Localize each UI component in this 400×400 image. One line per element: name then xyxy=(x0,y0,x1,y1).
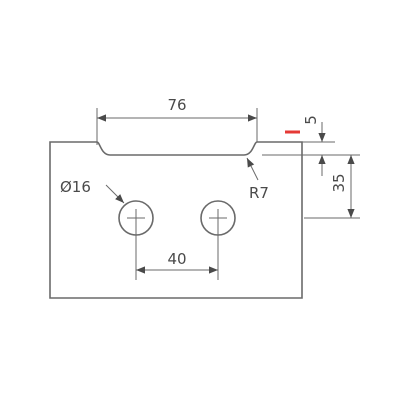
dim-hole-offset-label: 35 xyxy=(330,173,348,192)
dim-hole-diameter-leader xyxy=(105,184,125,204)
dim-hole-diameter-label: Ø16 xyxy=(60,178,91,196)
dim-notch-depth-label: 5 xyxy=(302,115,320,125)
dim-notch-radius-label: R7 xyxy=(249,184,269,202)
dim-notch-radius-leader xyxy=(246,157,259,181)
hole-center-marks xyxy=(127,209,227,227)
dim-hole-spacing xyxy=(135,227,219,280)
dim-hole-spacing-label: 40 xyxy=(167,250,186,268)
plate-outline xyxy=(49,141,303,299)
dim-notch-width-label: 76 xyxy=(167,96,186,114)
dim-notch-width xyxy=(96,108,258,145)
